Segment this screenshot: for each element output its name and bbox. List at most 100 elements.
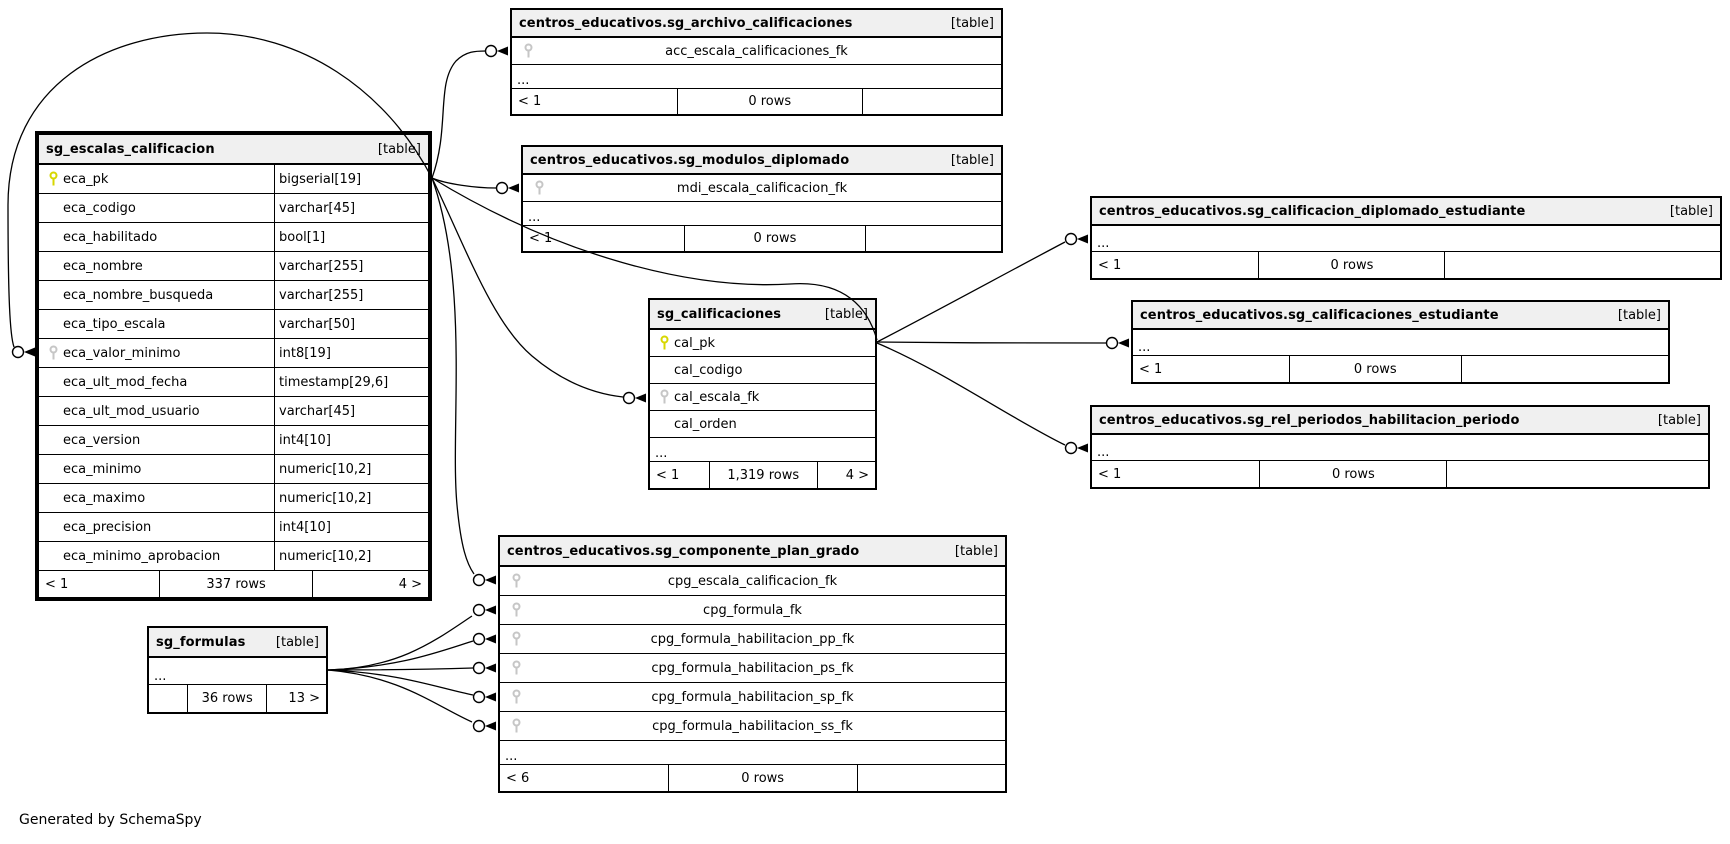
column-name: eca_tipo_escala: [63, 316, 166, 332]
foreign-key-icon: [529, 175, 549, 201]
column-name: cpg_formula_habilitacion_sp_fk: [651, 689, 854, 705]
edge-formulas-to-cpg-formula-habilitacion-ss-fk: [327, 669, 496, 733]
column-name: cal_codigo: [674, 362, 743, 378]
more-columns-ellipsis: ...: [523, 202, 1001, 226]
column-row-mdi-escala-calificacion-fk: mdi_escala_calificacion_fk: [523, 175, 1001, 202]
table-header: sg_formulas [table]: [149, 628, 326, 658]
column-name: eca_nombre: [63, 258, 143, 274]
column-row-eca-habilitado: eca_habilitado bool[1]: [39, 222, 428, 252]
column-name: cpg_formula_fk: [703, 602, 802, 618]
footer-parents: [149, 685, 187, 712]
table-tag: [table]: [275, 634, 319, 650]
table-footer: < 1 0 rows: [1092, 252, 1720, 278]
footer-rowcount: 36 rows: [187, 685, 266, 712]
table-name[interactable]: centros_educativos.sg_modulos_diplomado: [530, 152, 850, 168]
footer-children: [856, 765, 1005, 791]
edge-eca-pk-to-modulos: [431, 177, 519, 195]
column-name: eca_precision: [63, 519, 152, 535]
foreign-key-icon: [506, 712, 526, 740]
more-columns-ellipsis: ...: [512, 65, 1001, 89]
table-name[interactable]: sg_calificaciones: [657, 306, 782, 322]
footer-children: [1446, 461, 1708, 487]
column-type: numeric[10,2]: [274, 483, 428, 513]
table-name[interactable]: centros_educativos.sg_archivo_calificaci…: [519, 15, 853, 31]
column-name: eca_pk: [63, 171, 109, 187]
column-type: int8[19]: [274, 338, 428, 368]
footer-rowcount: 0 rows: [667, 765, 857, 791]
primary-key-icon: [654, 335, 674, 351]
table-sg-modulos-diplomado[interactable]: centros_educativos.sg_modulos_diplomado …: [521, 145, 1003, 253]
footer-children: 4 >: [816, 462, 875, 488]
column-row-eca-valor-minimo: eca_valor_minimo int8[19]: [39, 338, 428, 368]
column-row-cpg-formula-fk: cpg_formula_fk: [500, 596, 1005, 625]
foreign-key-icon: [506, 625, 526, 653]
column-name: eca_ult_mod_usuario: [63, 403, 200, 419]
footer-parents: < 1: [45, 576, 69, 592]
column-type: timestamp[29,6]: [274, 367, 428, 397]
footer-parents: < 1: [1098, 257, 1122, 273]
table-tag: [table]: [1617, 307, 1661, 323]
table-header: centros_educativos.sg_calificaciones_est…: [1133, 302, 1668, 330]
edge-formulas-to-cpg-formula-fk: [327, 603, 496, 671]
table-name[interactable]: centros_educativos.sg_rel_periodos_habil…: [1099, 412, 1520, 428]
table-footer: < 1 0 rows: [1133, 356, 1668, 382]
table-name[interactable]: sg_escalas_calificacion: [46, 141, 215, 157]
primary-key-icon: [43, 171, 63, 187]
table-tag: [table]: [377, 141, 421, 157]
table-name[interactable]: centros_educativos.sg_calificacion_diplo…: [1099, 203, 1526, 219]
column-type: varchar[255]: [274, 280, 428, 310]
footer-rowcount: 0 rows: [683, 226, 865, 251]
more-columns-ellipsis: ...: [1092, 435, 1708, 461]
table-name[interactable]: centros_educativos.sg_componente_plan_gr…: [507, 543, 860, 559]
edge-eca-pk-to-cpg-escala-calificacion-fk: [431, 177, 496, 587]
column-row-cpg-formula-habilitacion-sp-fk: cpg_formula_habilitacion_sp_fk: [500, 683, 1005, 712]
column-name: cpg_formula_habilitacion_pp_fk: [650, 631, 855, 647]
column-type: varchar[255]: [274, 251, 428, 281]
footer-parents: < 1: [1139, 361, 1163, 377]
column-type: numeric[10,2]: [274, 454, 428, 484]
column-name: eca_minimo_aprobacion: [63, 548, 221, 564]
table-sg-calificaciones[interactable]: sg_calificaciones [table] cal_pk cal_cod…: [648, 298, 877, 490]
table-header: sg_calificaciones [table]: [650, 300, 875, 330]
column-row-cpg-formula-habilitacion-ss-fk: cpg_formula_habilitacion_ss_fk: [500, 712, 1005, 741]
table-header: centros_educativos.sg_calificacion_diplo…: [1092, 198, 1720, 226]
footer-children: 4 >: [311, 571, 428, 597]
column-row-cal-pk: cal_pk: [650, 330, 875, 357]
column-row-eca-precision: eca_precision int4[10]: [39, 512, 428, 542]
edge-cal-pk-to-rel-periodos: [876, 342, 1088, 455]
table-name[interactable]: centros_educativos.sg_calificaciones_est…: [1140, 307, 1499, 323]
foreign-key-icon: [43, 345, 63, 361]
table-sg-rel-periodos-habilitacion-periodo[interactable]: centros_educativos.sg_rel_periodos_habil…: [1090, 405, 1710, 489]
table-tag: [table]: [950, 15, 994, 31]
column-name: cpg_escala_calificacion_fk: [667, 573, 838, 589]
footer-parents: < 1: [656, 467, 680, 483]
table-sg-archivo-calificaciones[interactable]: centros_educativos.sg_archivo_calificaci…: [510, 8, 1003, 116]
table-footer: < 6 0 rows: [500, 765, 1005, 791]
edge-eca-pk-to-archivo: [431, 44, 508, 179]
column-type: varchar[45]: [274, 193, 428, 223]
table-header: sg_escalas_calificacion [table]: [39, 135, 428, 165]
column-row-eca-maximo: eca_maximo numeric[10,2]: [39, 483, 428, 513]
column-type: bool[1]: [274, 222, 428, 252]
column-row-eca-version: eca_version int4[10]: [39, 425, 428, 455]
table-sg-calificacion-diplomado-estudiante[interactable]: centros_educativos.sg_calificacion_diplo…: [1090, 196, 1722, 280]
footer-children: [1460, 356, 1668, 382]
column-type: int4[10]: [274, 425, 428, 455]
footer-children: 13 >: [266, 685, 326, 712]
table-footer: < 1 0 rows: [523, 226, 1001, 251]
more-columns-ellipsis: ...: [500, 741, 1005, 765]
column-row-eca-ult-mod-usuario: eca_ult_mod_usuario varchar[45]: [39, 396, 428, 426]
footer-rowcount: 1,319 rows: [708, 462, 817, 488]
table-sg-calificaciones-estudiante[interactable]: centros_educativos.sg_calificaciones_est…: [1131, 300, 1670, 384]
more-columns-ellipsis: ...: [1092, 226, 1720, 252]
table-sg-formulas[interactable]: sg_formulas [table] ... 36 rows 13 >: [147, 626, 328, 714]
table-name[interactable]: sg_formulas: [156, 634, 246, 650]
generated-by-credit: Generated by SchemaSpy: [19, 812, 202, 828]
table-sg-componente-plan-grado[interactable]: centros_educativos.sg_componente_plan_gr…: [498, 535, 1007, 793]
column-type: int4[10]: [274, 512, 428, 542]
table-sg-escalas-calificacion[interactable]: sg_escalas_calificacion [table] eca_pk b…: [35, 131, 432, 601]
table-tag: [table]: [954, 543, 998, 559]
column-row-cal-orden: cal_orden: [650, 411, 875, 438]
column-name: eca_valor_minimo: [63, 345, 181, 361]
column-name: cal_orden: [674, 416, 737, 432]
